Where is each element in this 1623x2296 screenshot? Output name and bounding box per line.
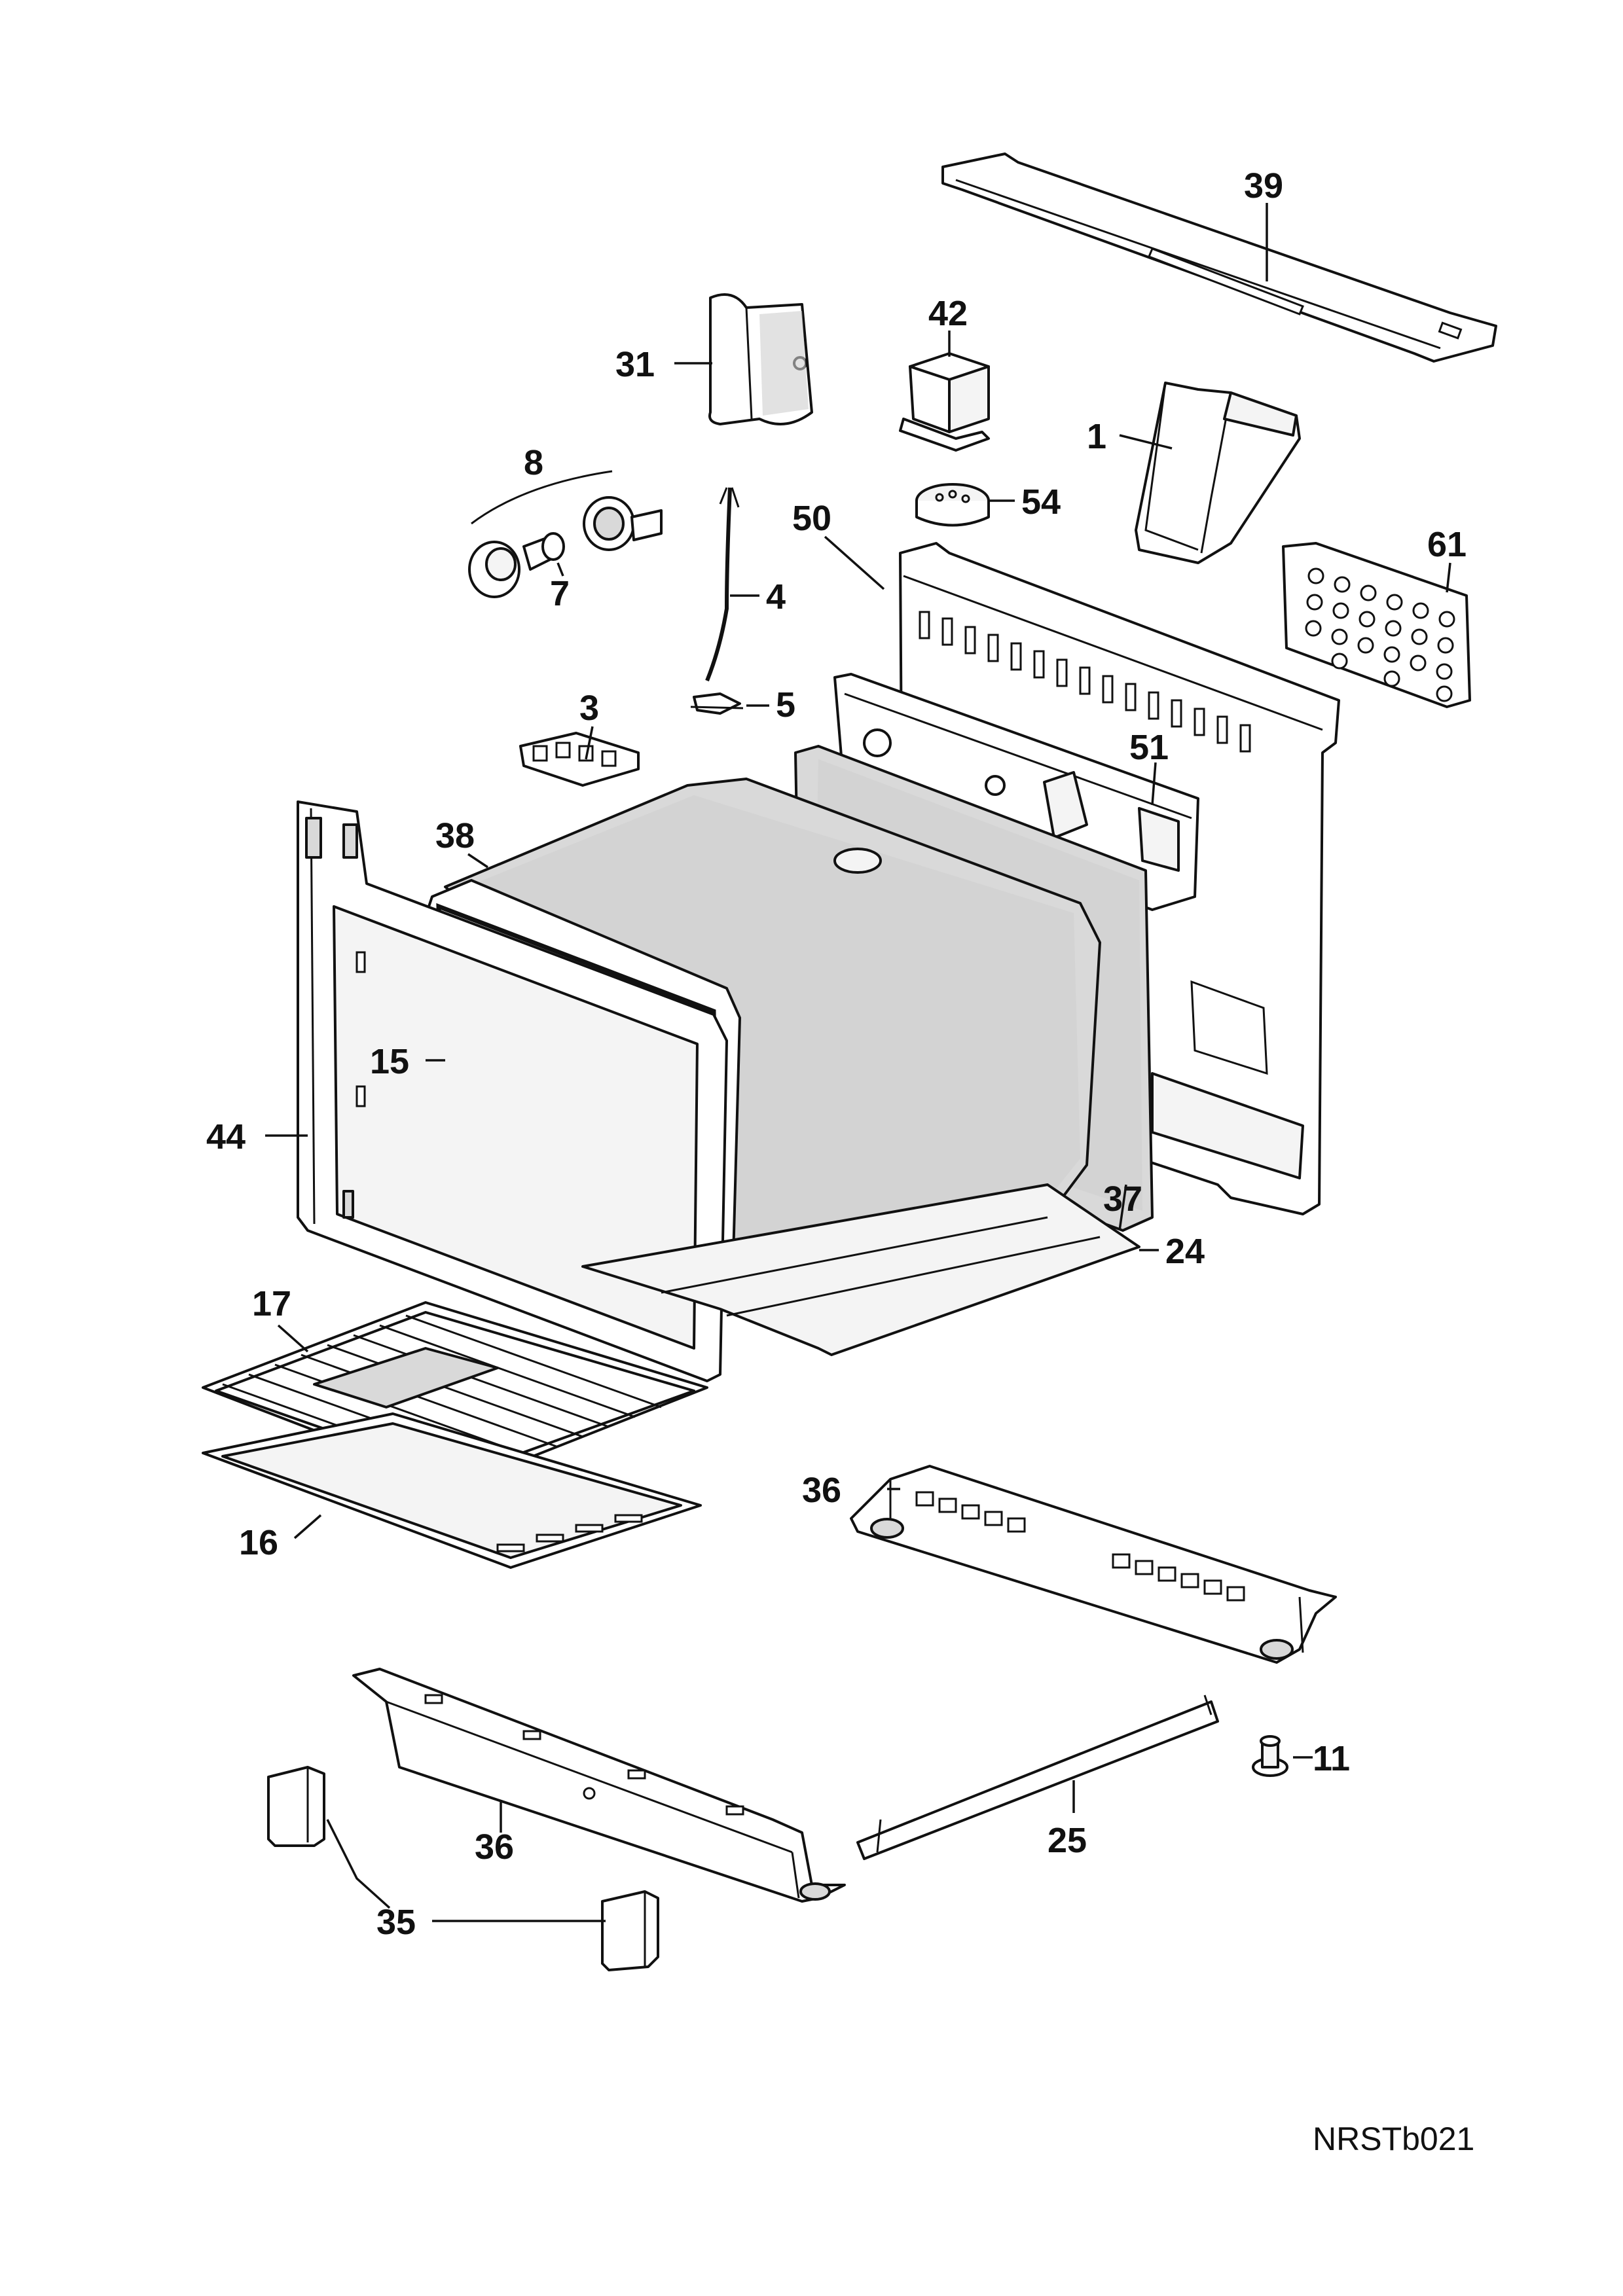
callout-51: 51	[1129, 728, 1169, 767]
part-51-inner-plate	[833, 673, 1199, 911]
callout-39: 39	[1244, 166, 1283, 206]
leader-lines	[265, 203, 1451, 1922]
callout-1: 1	[1087, 417, 1106, 456]
callout-4: 4	[766, 577, 786, 617]
callout-61: 61	[1427, 525, 1467, 564]
callout-11: 11	[1313, 1739, 1350, 1778]
part-35-foot-right	[601, 1890, 659, 1971]
callout-5: 5	[776, 685, 795, 725]
callout-15: 15	[370, 1042, 409, 1081]
part-39-top-rail	[941, 152, 1497, 363]
part-36-side-rail-upper	[850, 1465, 1337, 1664]
callout-17: 17	[252, 1284, 291, 1323]
part-61-perforated-cover	[1282, 542, 1471, 708]
callout-37: 37	[1103, 1179, 1142, 1219]
callout-35: 35	[376, 1903, 416, 1942]
part-25-strip	[856, 1695, 1219, 1860]
part-4-wire	[705, 487, 740, 682]
part-44-front-frame	[297, 800, 728, 1382]
callout-25: 25	[1048, 1821, 1087, 1860]
part-42-box	[899, 352, 990, 452]
part-1-bracket	[1135, 382, 1301, 564]
callout-36-lower: 36	[475, 1827, 514, 1867]
callout-16: 16	[239, 1523, 278, 1562]
part-35-foot-left	[267, 1766, 325, 1847]
callout-38: 38	[435, 816, 475, 855]
part-24-base-plate	[581, 1183, 1140, 1356]
callout-labels: 39 42 31 1 8 54 50 61 7 4 3 5 51 38 15 4…	[206, 166, 1467, 1942]
part-5-clip	[690, 692, 744, 715]
part-3-terminal-block	[519, 732, 640, 787]
callout-36-upper: 36	[802, 1471, 841, 1510]
part-16-baking-tray	[202, 1412, 702, 1569]
callout-24: 24	[1165, 1232, 1205, 1271]
callout-31: 31	[615, 345, 655, 384]
part-54-connector	[915, 483, 990, 527]
part-36-side-rail-lower	[352, 1668, 846, 1903]
callout-7: 7	[550, 574, 570, 613]
callout-50: 50	[792, 499, 831, 538]
callout-3: 3	[579, 689, 599, 728]
part-11-foot-screw	[1252, 1735, 1288, 1777]
callout-54: 54	[1021, 482, 1061, 522]
part-31-lamp-cover	[708, 293, 813, 425]
drawing-code: NRSTb021	[1313, 2121, 1474, 2157]
callout-42: 42	[928, 294, 968, 333]
callout-8: 8	[524, 443, 543, 482]
part-8-lamp-assembly	[468, 470, 663, 598]
callout-44: 44	[206, 1117, 246, 1157]
